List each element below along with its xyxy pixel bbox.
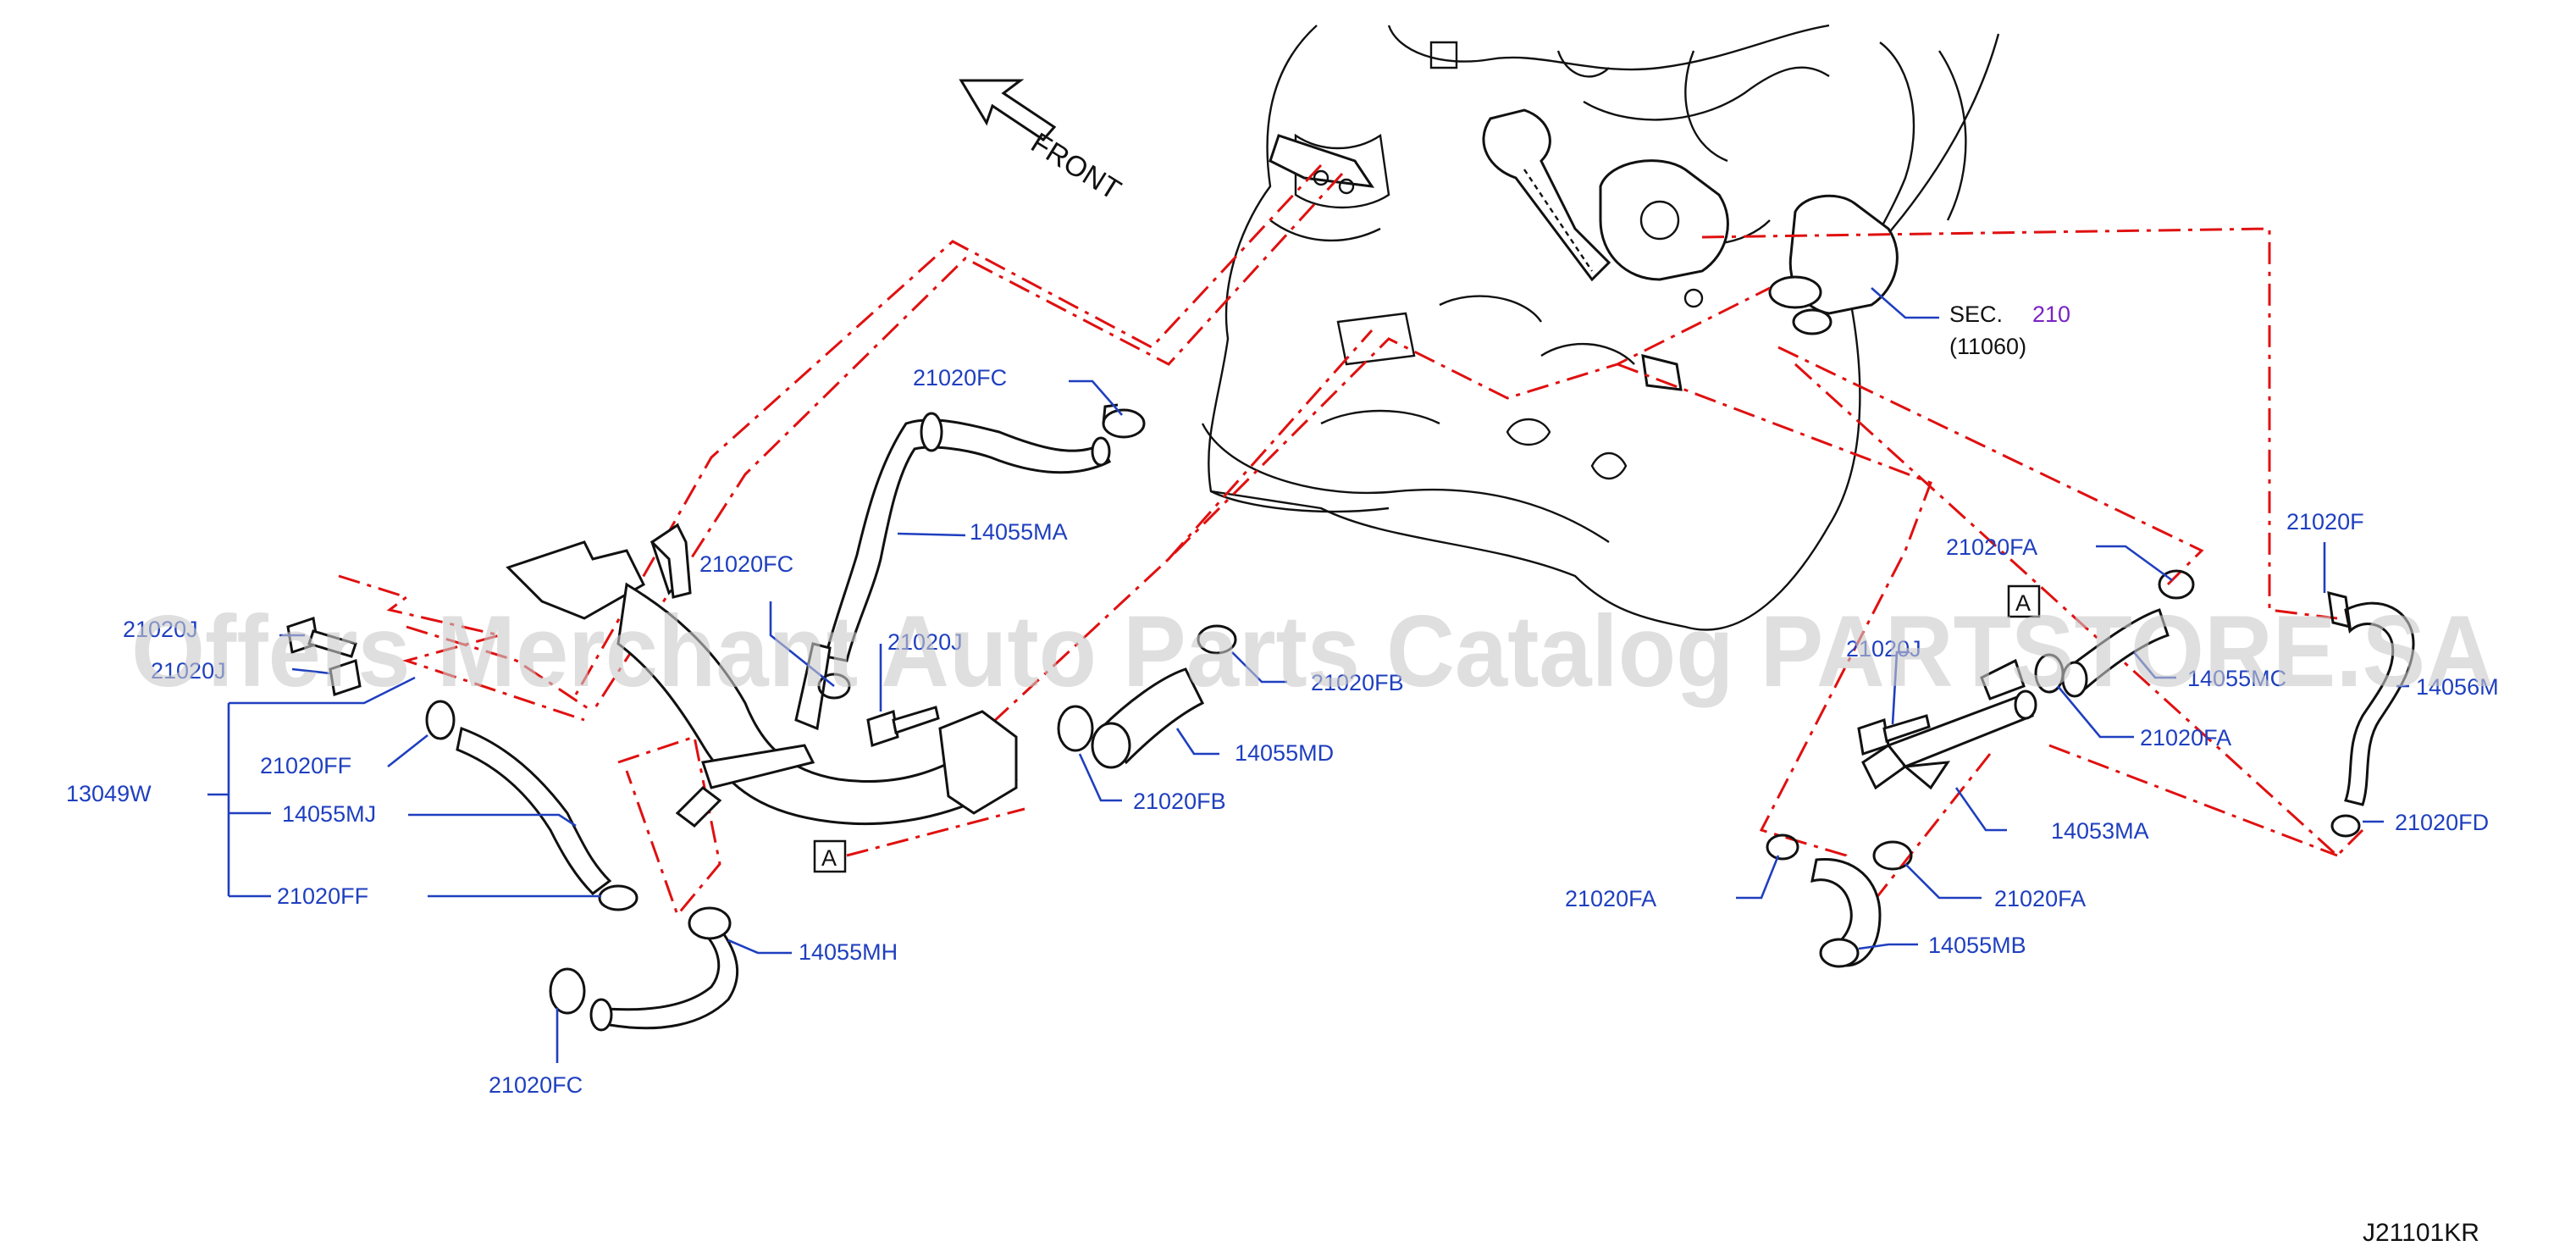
hose-14055mc xyxy=(2061,608,2170,698)
label-21020j-b: 21020J xyxy=(151,658,226,684)
label-13049w: 13049W xyxy=(66,781,152,806)
label-14055mb: 14055MB xyxy=(1928,933,2026,958)
label-21020j-a: 21020J xyxy=(123,617,198,642)
label-21020fa-b: 21020FA xyxy=(2140,725,2231,750)
label-21020j-c: 21020J xyxy=(887,629,963,655)
label-14053ma: 14053MA xyxy=(2051,818,2149,844)
label-21020fd: 21020FD xyxy=(2395,810,2489,835)
part-labels: 21020FC 14055MA 21020FC 21020J 21020J 21… xyxy=(66,365,2499,1098)
clamp-21020fc-mid xyxy=(817,673,851,700)
label-21020ff-b: 21020FF xyxy=(277,883,368,909)
label-21020fa-a: 21020FA xyxy=(1946,534,2037,560)
label-21020fc-bot: 21020FC xyxy=(489,1072,583,1098)
hose-14055mj xyxy=(456,726,612,895)
label-21020j-d: 21020J xyxy=(1846,636,1921,662)
label-21020fb-a: 21020FB xyxy=(1311,670,1404,695)
watermark: Offers Merchant Auto Parts Catalog PARTS… xyxy=(131,595,2494,708)
clamp-21020fb-b xyxy=(1057,705,1094,752)
hose-14055mb xyxy=(1810,857,1882,968)
leader-lines xyxy=(207,287,2409,1063)
view-marker-a-left: A xyxy=(813,839,847,873)
hose-14055md xyxy=(1091,667,1205,769)
clamp-21020fa-b xyxy=(2034,653,2065,694)
diagram-code: J21101KR xyxy=(2363,1219,2479,1247)
label-21020fb-b: 21020FB xyxy=(1133,789,1226,814)
hose-14055ma xyxy=(824,412,1112,662)
sec-number: 210 xyxy=(2032,302,2070,327)
bolt-21020j-c xyxy=(866,706,940,747)
front-arrow-icon xyxy=(959,79,1057,141)
label-21020fa-c: 21020FA xyxy=(1565,886,1656,911)
clamp-21020fd xyxy=(2330,814,2361,838)
clamp-21020f xyxy=(2327,591,2352,628)
label-21020fc-top: 21020FC xyxy=(913,365,1007,390)
label-21020fc-mid: 21020FC xyxy=(699,551,793,577)
svg-text:A: A xyxy=(2015,590,2031,616)
section-reference: SEC. 210 (11060) xyxy=(1949,302,2070,359)
engine-block xyxy=(1201,24,2000,631)
label-14055mc: 14055MC xyxy=(2187,666,2286,691)
label-21020f: 21020F xyxy=(2286,509,2364,534)
clamp-21020fc-top xyxy=(1102,403,1146,439)
bolt-21020j-d xyxy=(1857,714,1931,756)
pipe-14053ma xyxy=(1861,658,2037,790)
hose-14055mh xyxy=(589,906,739,1032)
clamp-21020ff-a xyxy=(425,700,456,740)
clamp-21020fa-c xyxy=(1766,833,1799,861)
label-14055ma: 14055MA xyxy=(970,519,1068,545)
label-21020fa-d: 21020FA xyxy=(1994,886,2086,911)
label-14055md: 14055MD xyxy=(1235,740,1334,766)
clamp-21020fa-d xyxy=(1872,840,1913,871)
bracket xyxy=(650,523,692,599)
connection-lines xyxy=(338,163,2364,917)
clamp-21020ff-b xyxy=(598,884,638,911)
bolt-21020j-b xyxy=(329,659,362,696)
front-label: FRONT xyxy=(1025,127,1126,207)
label-14055mj: 14055MJ xyxy=(282,801,376,827)
svg-text:A: A xyxy=(821,845,837,871)
sec-prefix: SEC. xyxy=(1949,302,2003,327)
clamp-21020fc-bot xyxy=(549,967,586,1015)
view-marker-a-right: A xyxy=(2007,584,2041,618)
label-21020ff-a: 21020FF xyxy=(260,753,351,778)
label-14056m: 14056M xyxy=(2416,674,2499,700)
label-14055mh: 14055MH xyxy=(799,939,898,965)
hose-14056m xyxy=(2344,601,2415,806)
clamp-21020fb-a xyxy=(1197,624,1237,655)
sec-sub: (11060) xyxy=(1949,334,2026,359)
clamp-21020fa-a xyxy=(2158,569,2195,600)
